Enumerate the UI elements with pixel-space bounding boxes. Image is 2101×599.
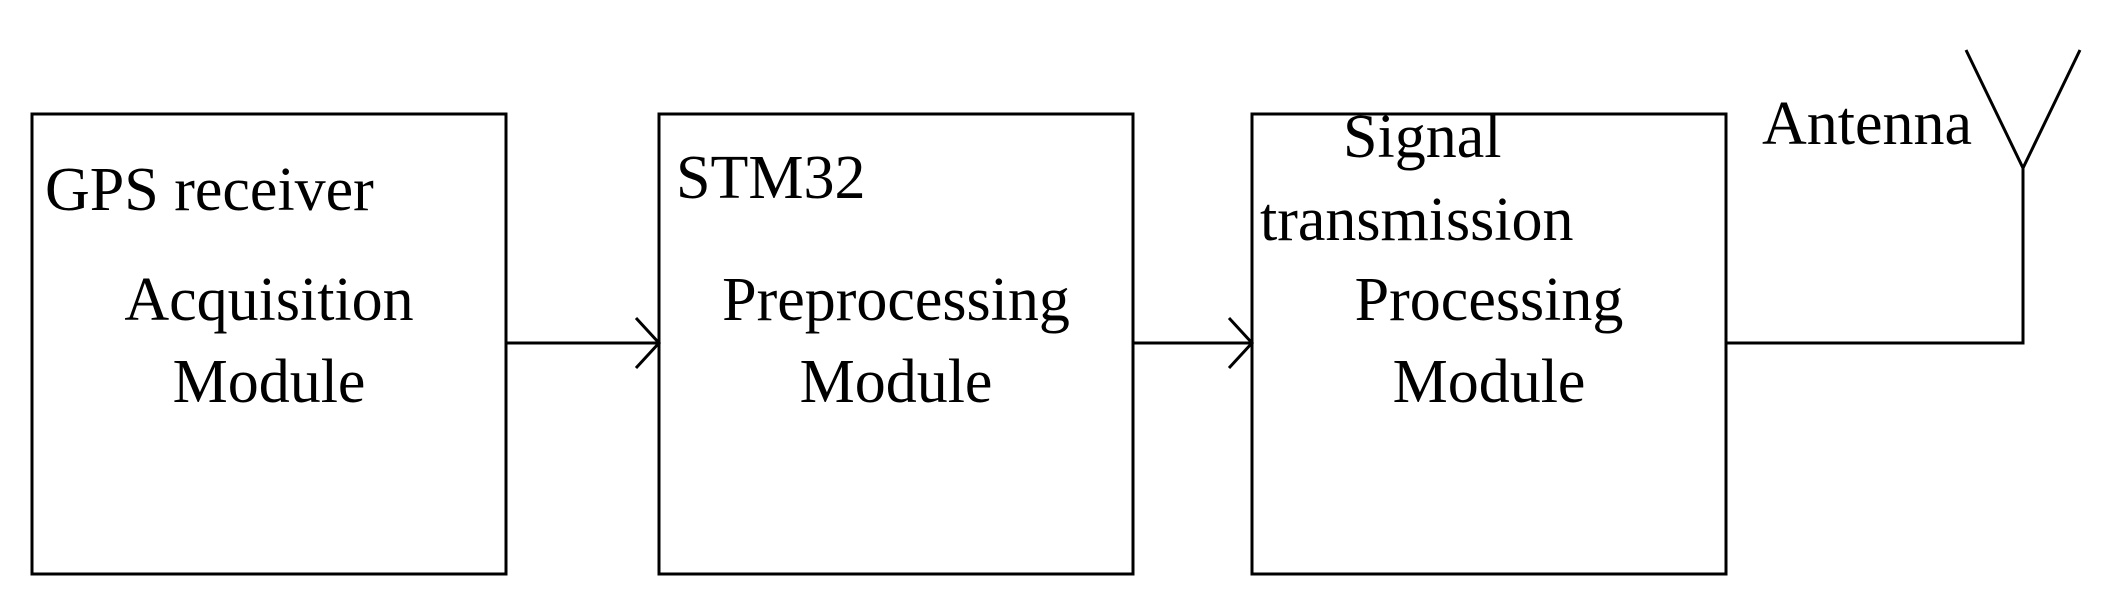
preprocessing-module-line1: Preprocessing [722, 266, 1070, 334]
processing-module-line2: Module [1392, 348, 1586, 416]
antenna-label: Antenna [1762, 90, 1973, 158]
gps-receiver-label: GPS receiver [45, 156, 374, 224]
acquisition-module-line2: Module [172, 348, 366, 416]
stm32-label: STM32 [676, 144, 866, 212]
preprocessing-module-line2: Module [799, 348, 993, 416]
processing-module-line1: Processing [1354, 266, 1624, 334]
arrow-1-head [634, 316, 662, 370]
antenna-icon [1964, 49, 2082, 172]
acquisition-module-line1: Acquisition [124, 266, 414, 334]
signal-transmission-box [1250, 112, 1728, 576]
signal-label-line2: transmission [1260, 186, 1574, 254]
antenna-feed-line [1726, 168, 2025, 345]
arrow-2-head [1227, 316, 1255, 370]
signal-label-line1: Signal [1343, 103, 1502, 171]
